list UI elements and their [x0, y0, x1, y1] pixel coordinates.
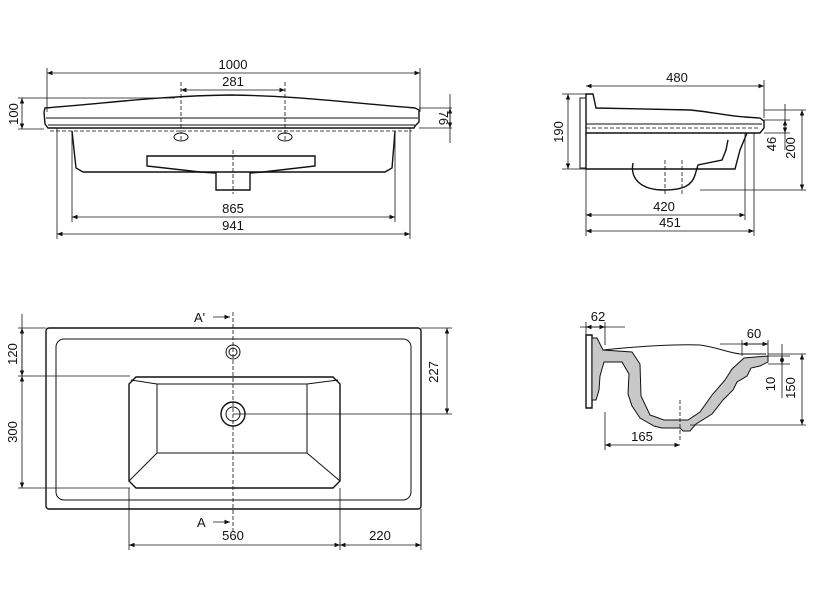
dim-bowl-depth: 420	[653, 199, 675, 214]
section-wall	[585, 334, 593, 409]
dim-wall: 62	[591, 309, 605, 324]
section-rim-top	[602, 344, 766, 355]
front-body	[71, 130, 396, 173]
dim-bowl-length: 300	[5, 421, 20, 443]
top-outline	[45, 327, 422, 510]
dim-section-height: 150	[783, 377, 798, 399]
dim-bowl-width: 865	[222, 201, 244, 216]
side-view: 480 190 46 200 420 451	[551, 70, 806, 236]
dim-body-width: 941	[222, 218, 244, 233]
section-view: 62 60 10 150 165	[580, 309, 806, 450]
dim-top-bowl-width: 560	[222, 528, 244, 543]
section-label-bottom: A	[197, 515, 206, 530]
dim-tap-offset: 120	[5, 343, 20, 365]
tap-hole-left-icon	[173, 82, 189, 142]
dim-rim: 60	[747, 326, 761, 341]
side-rim	[585, 93, 765, 134]
top-bowl-inner	[156, 383, 308, 454]
section-profile	[591, 337, 769, 432]
front-view: 1000 281 100 76 865 941	[6, 57, 453, 239]
front-bowl	[146, 155, 316, 191]
dim-rim-depth: 46	[764, 137, 779, 151]
top-view: A' A 120 300 227 560 220	[5, 310, 452, 550]
side-bowl	[631, 139, 729, 191]
dim-side-depth: 480	[666, 70, 688, 85]
side-body	[585, 132, 748, 170]
dim-right-deck: 220	[369, 528, 391, 543]
dim-tap-spacing: 281	[222, 74, 244, 89]
dim-step: 10	[763, 377, 778, 391]
dim-rim-height: 76	[436, 111, 451, 125]
top-deck	[55, 338, 412, 501]
dim-side-height: 190	[551, 121, 566, 143]
dim-height: 100	[6, 103, 21, 125]
top-bowl-outer	[128, 376, 341, 489]
front-rim	[43, 94, 420, 129]
dim-total-height: 200	[783, 137, 798, 159]
section-label-top: A'	[194, 310, 205, 325]
dim-drain-offset: 165	[631, 429, 653, 444]
dim-center-depth: 227	[426, 361, 441, 383]
dim-body-depth: 451	[659, 215, 681, 230]
dim-overall-width: 1000	[219, 57, 248, 72]
tap-hole-right-icon	[277, 82, 293, 142]
